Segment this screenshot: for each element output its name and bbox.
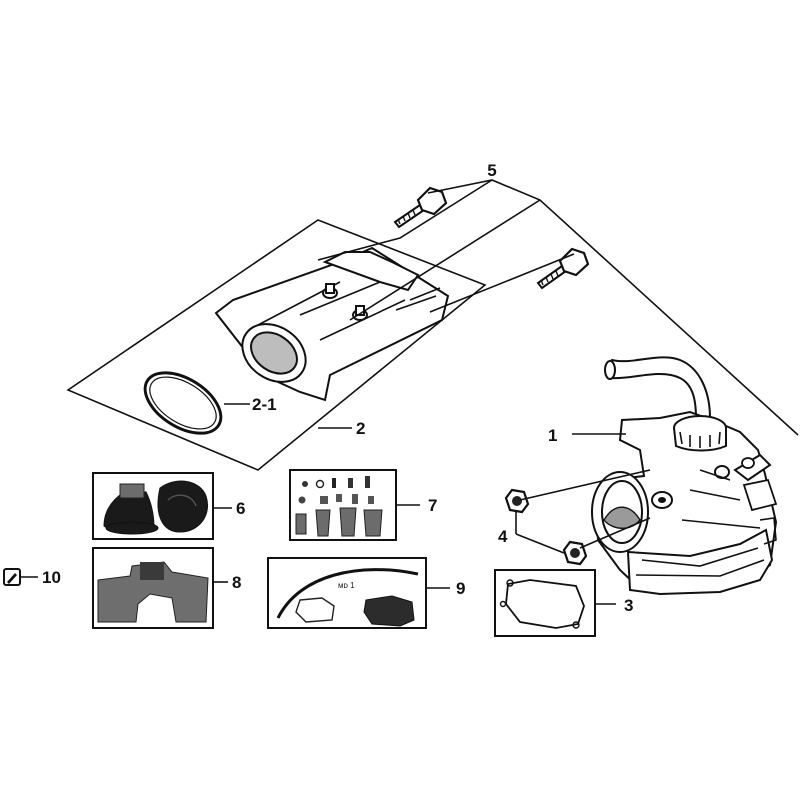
callout-3: 3 [624, 596, 633, 615]
callout-4: 4 [498, 527, 508, 546]
svg-text:ᴍᴅ 1: ᴍᴅ 1 [338, 581, 355, 590]
part-7-jet-kit-box[interactable] [289, 469, 397, 541]
part-9-gasket-kit-box[interactable]: ᴍᴅ 1 [267, 557, 427, 629]
callout-2-1: 2-1 [252, 395, 277, 414]
part-2-insulator-group[interactable] [66, 219, 487, 471]
insulator-body [214, 246, 450, 402]
callout-10: 10 [42, 568, 61, 587]
part-2-1-o-ring [143, 371, 223, 435]
part-6-cap-kit-box[interactable] [92, 472, 214, 540]
bolt-upper [393, 186, 448, 229]
pencil-icon [7, 573, 17, 584]
callout-6: 6 [236, 499, 245, 518]
part-2-kit-outline [66, 219, 487, 471]
part-10-icon-box[interactable] [3, 568, 21, 586]
callout-2: 2 [356, 419, 365, 438]
bolt-lower [536, 247, 590, 290]
leader-lines [20, 179, 799, 605]
callout-7: 7 [428, 496, 437, 515]
callout-5: 5 [487, 161, 496, 180]
part-4-nuts[interactable] [504, 488, 588, 566]
callout-8: 8 [232, 573, 241, 592]
part-8-gasket-box[interactable] [92, 547, 214, 629]
part-5-bolts[interactable] [393, 186, 590, 290]
callout-9: 9 [456, 579, 465, 598]
part-3-gasket-box[interactable] [494, 569, 596, 637]
callout-1: 1 [548, 426, 557, 445]
part-1-carburetor[interactable] [591, 356, 778, 596]
callout-labels: 5 2-1 2 1 4 3 6 7 8 9 10 [42, 161, 633, 615]
